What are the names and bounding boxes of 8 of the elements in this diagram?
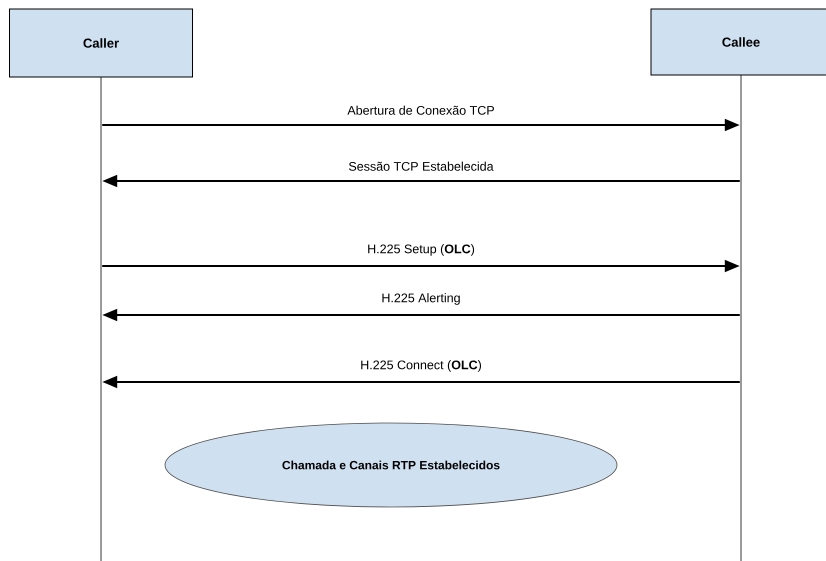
participant-box: Callee — [650, 8, 826, 76]
ellipse-node: Chamada e Canais RTP Estabelecidos — [164, 422, 618, 508]
message-label: H.225 Alerting — [380, 292, 462, 306]
message-label: H.225 Connect (OLC) — [359, 359, 483, 373]
message-label: Sessão TCP Estabelecida — [347, 160, 495, 172]
message-label: H.225 Setup (OLC) — [366, 243, 476, 257]
participant-box: Caller — [9, 8, 193, 78]
message-label: Abertura de Conexão TCP — [346, 104, 496, 116]
